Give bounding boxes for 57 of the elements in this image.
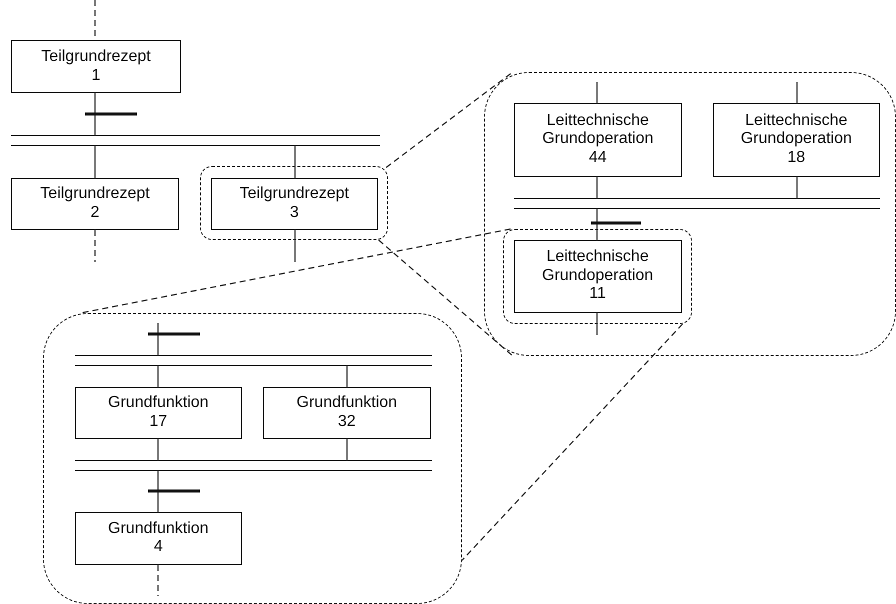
connector-line	[94, 146, 96, 178]
step-number: 3	[290, 204, 299, 223]
step-number: 18	[787, 149, 806, 168]
connector-line	[596, 313, 598, 335]
step-box	[74, 386, 242, 439]
connector-line	[346, 366, 348, 387]
connector-line	[157, 323, 159, 355]
step-name: Teilgrundrezept	[41, 48, 151, 66]
zoom-frame	[43, 313, 462, 604]
step-number: 1	[92, 66, 100, 86]
step-name: Leittechnische Grundoperation	[541, 112, 654, 150]
step-number: 44	[588, 149, 607, 168]
step-box	[11, 178, 179, 230]
step-box	[514, 102, 682, 177]
step-number: 2	[90, 204, 100, 223]
parallel-branch-bar	[11, 135, 380, 146]
parallel-branch-bar	[74, 354, 432, 366]
zoom-projection-line	[80, 228, 511, 314]
connector-line	[294, 146, 296, 178]
connector-line	[157, 471, 159, 512]
step-name: Leittechnische Grundoperation	[740, 112, 853, 150]
connector-line	[94, 93, 96, 135]
parallel-branch-bar	[74, 460, 432, 471]
zoom-projection-line	[462, 324, 683, 561]
step-box	[11, 40, 181, 93]
parallel-branch-bar	[514, 198, 880, 209]
step-name: Grundfunktion	[108, 520, 209, 538]
connector-line	[346, 439, 348, 460]
step-name: Grundfunktion	[108, 394, 209, 413]
step-box	[514, 240, 682, 313]
step-number: 32	[338, 412, 356, 432]
zoom-projection-line	[378, 240, 514, 356]
step-number: 17	[149, 412, 168, 432]
connector-line	[157, 366, 159, 387]
step-name: Teilgrundrezept	[240, 185, 349, 204]
zoom-projection-line	[386, 72, 514, 168]
step-number: 4	[154, 538, 163, 558]
step-number: 11	[589, 285, 606, 304]
connector-line	[294, 230, 296, 262]
step-name: Teilgrundrezept	[40, 185, 150, 204]
step-box	[262, 386, 431, 439]
zoom-frame	[502, 228, 692, 324]
step-name: Grundfunktion	[296, 394, 398, 413]
zoom-frame	[200, 166, 388, 240]
connector-line	[796, 82, 798, 103]
connector-line	[796, 177, 798, 198]
connector-line	[94, 230, 96, 262]
connector-line	[157, 565, 159, 596]
step-box	[712, 102, 880, 177]
connector-line	[596, 82, 598, 103]
step-box	[74, 512, 242, 565]
connector-line	[596, 177, 598, 198]
step-box	[210, 178, 378, 230]
step-name: Leittechnische Grundoperation	[541, 248, 654, 286]
connector-line	[157, 439, 159, 460]
connector-line	[596, 209, 598, 240]
zoom-frame	[484, 72, 896, 356]
